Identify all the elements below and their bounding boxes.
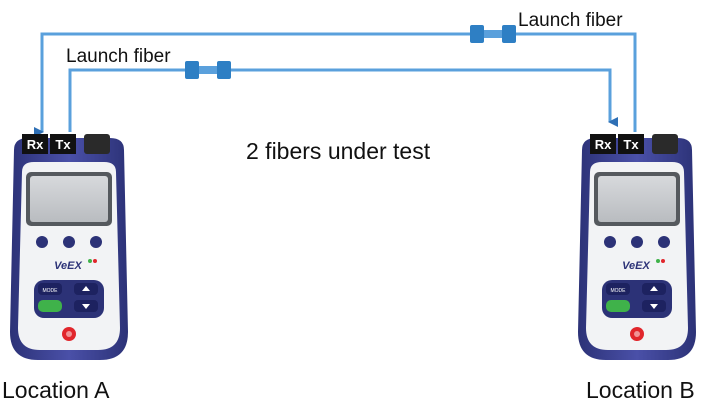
launch-fiber-top-connector xyxy=(470,25,516,43)
fiber-2-path xyxy=(68,68,618,132)
launch-fiber-label-top: Launch fiber xyxy=(518,10,623,31)
device-location-b xyxy=(578,134,696,360)
location-b-label: Location B xyxy=(586,377,695,403)
fiber-1-path xyxy=(34,32,637,137)
diagram-title: 2 fibers under test xyxy=(246,138,431,164)
location-a-label: Location A xyxy=(2,377,110,403)
launch-fiber-label-left: Launch fiber xyxy=(66,46,171,67)
launch-fiber-left-connector xyxy=(185,61,231,79)
device-location-a xyxy=(10,134,128,360)
